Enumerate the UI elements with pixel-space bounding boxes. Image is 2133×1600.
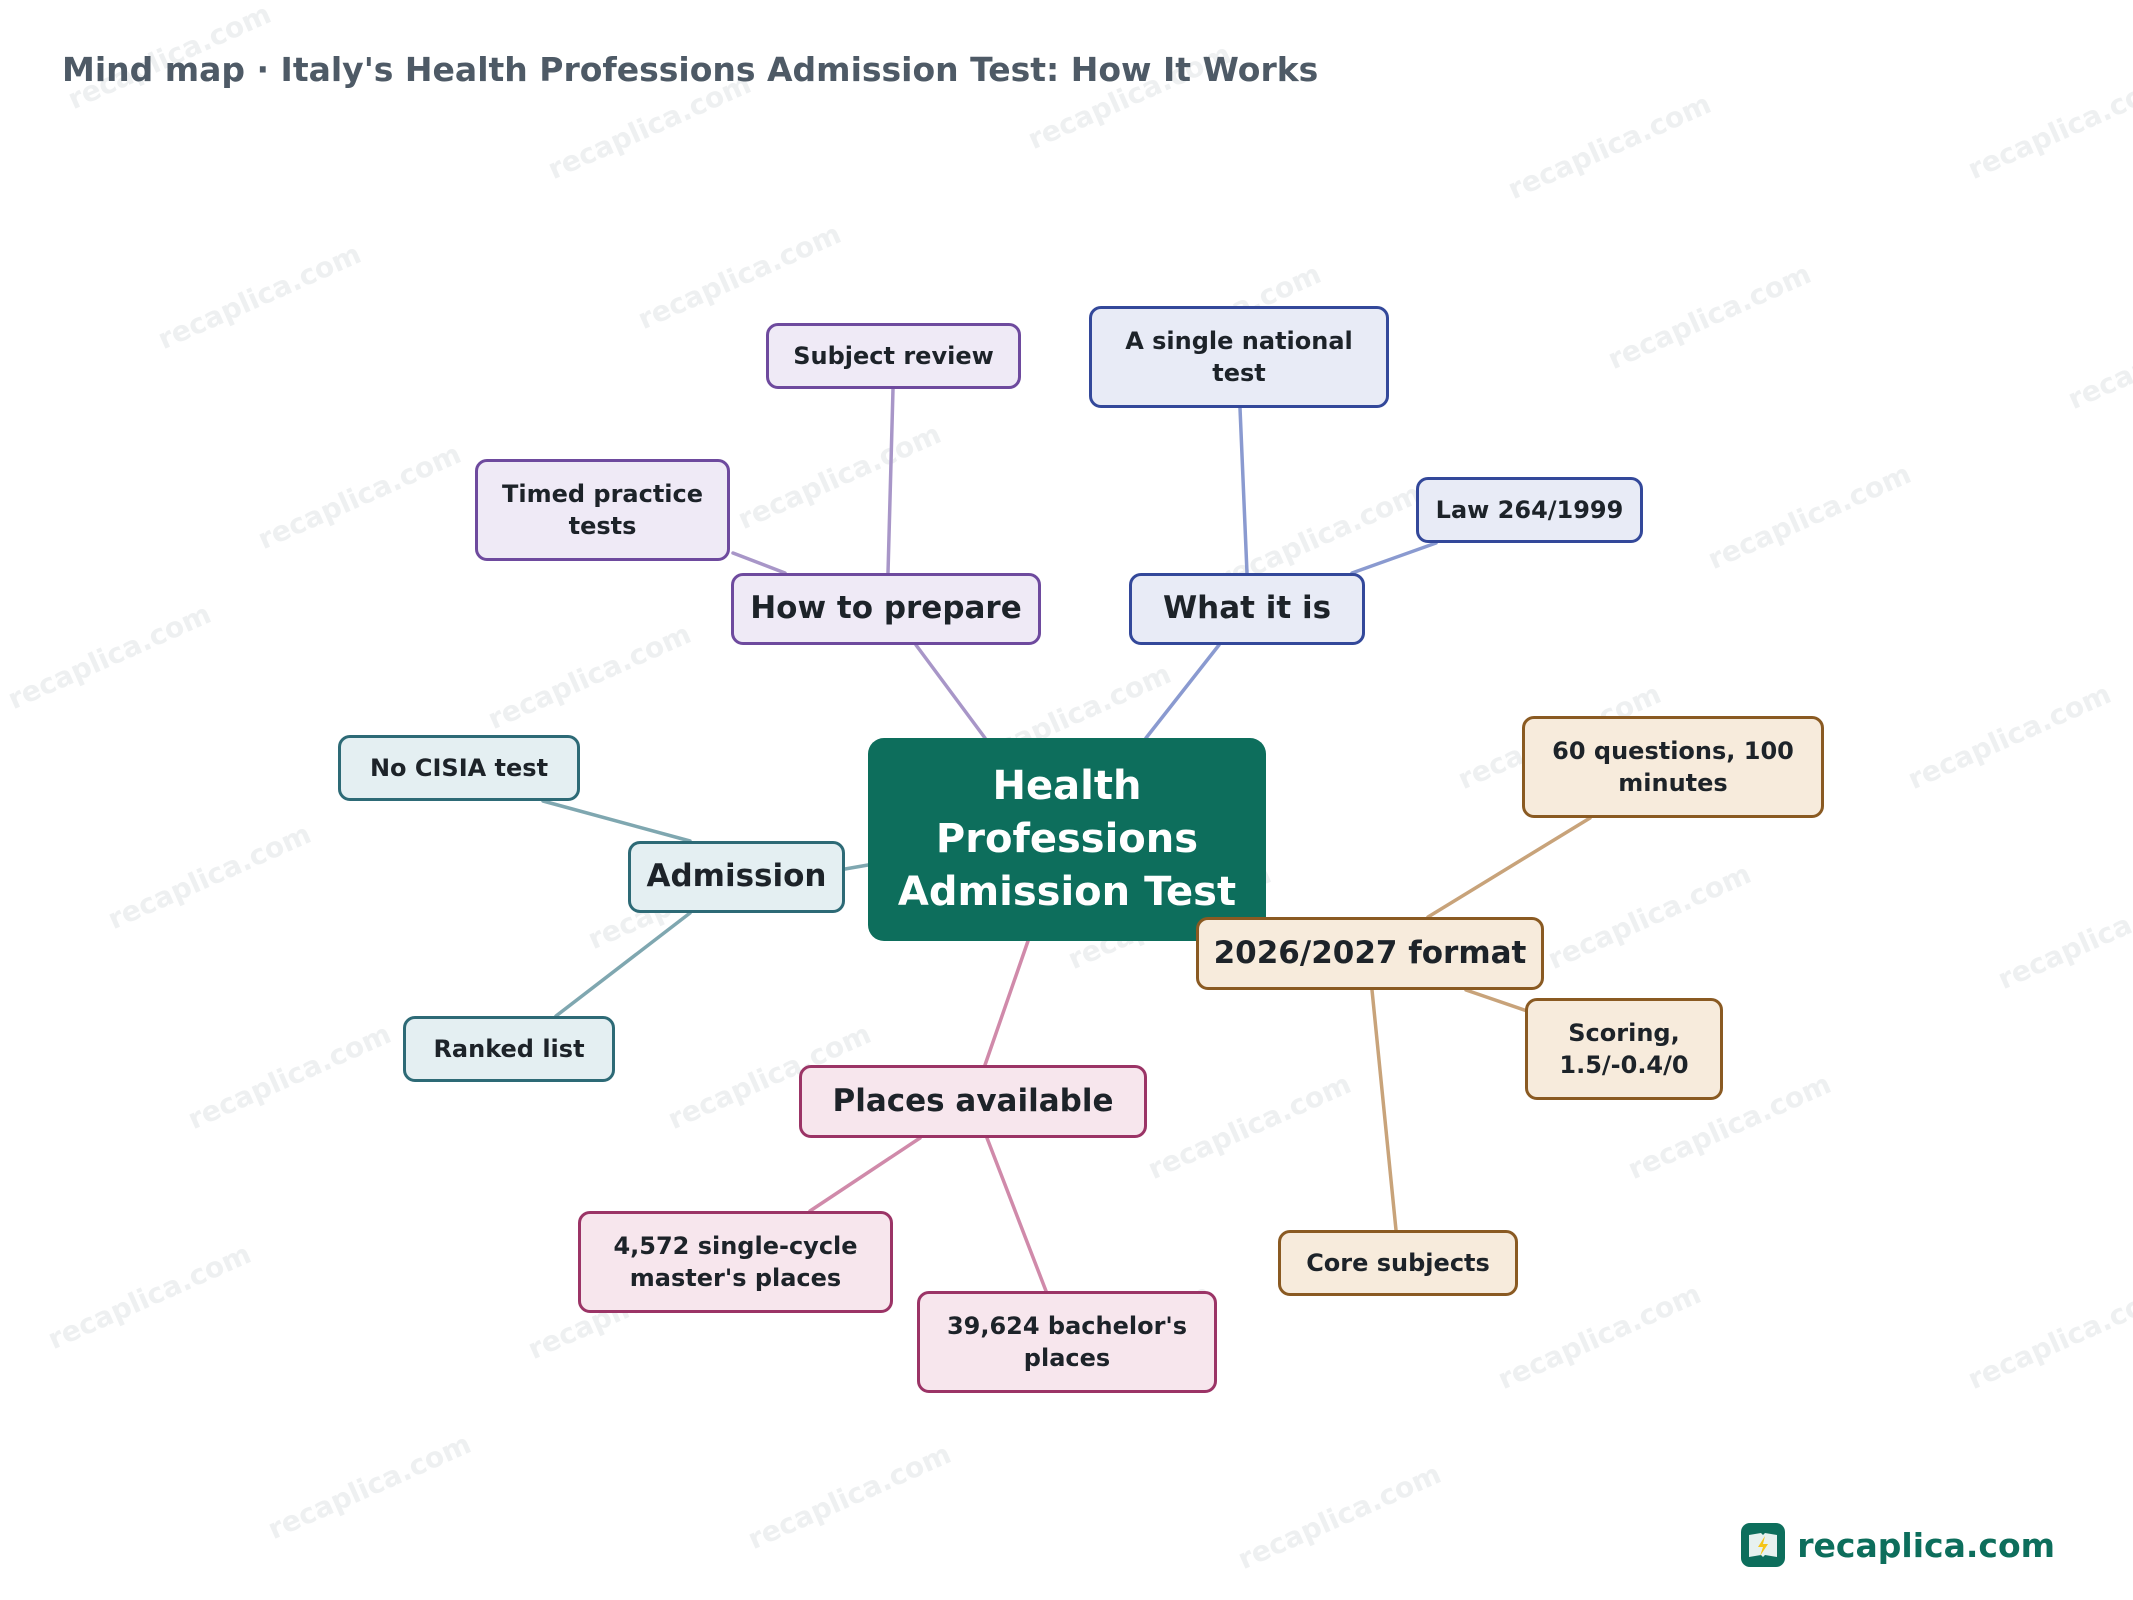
connector-admission-6 <box>843 863 870 871</box>
connector-format-14 <box>1370 988 1398 1232</box>
connector-what-3 <box>1144 643 1221 740</box>
leaf-no-cisia-test: No CISIA test <box>338 735 580 801</box>
connector-prepare-1 <box>886 387 895 575</box>
leaf-questions-minutes: 60 questions, 100 minutes <box>1522 716 1824 818</box>
central-topic-node: Health Professions Admission Test <box>868 738 1266 941</box>
leaf-core-subjects: Core subjects <box>1278 1230 1518 1296</box>
connector-places-9 <box>983 939 1030 1067</box>
book-lightning-icon <box>1741 1523 1786 1567</box>
leaf-scoring: Scoring, 1.5/-0.4/0 <box>1525 998 1723 1100</box>
branch-places-available: Places available <box>799 1065 1147 1138</box>
brand-name: recaplica.com <box>1797 1525 2055 1565</box>
branch-how-to-prepare: How to prepare <box>731 573 1041 645</box>
connector-format-13 <box>1464 988 1532 1014</box>
branch-what-it-is: What it is <box>1129 573 1365 645</box>
brand-logo[interactable]: recaplica.com <box>1741 1520 2055 1570</box>
connector-what-4 <box>1238 406 1249 575</box>
leaf-timed-practice-tests: Timed practice tests <box>475 459 730 561</box>
leaf-subject-review: Subject review <box>766 323 1021 389</box>
connector-admission-7 <box>541 799 692 843</box>
connector-places-10 <box>808 1136 922 1213</box>
leaf-bachelors-places: 39,624 bachelor's places <box>917 1291 1217 1393</box>
branch-admission: Admission <box>628 841 845 913</box>
leaf-law-264-1999: Law 264/1999 <box>1416 477 1643 543</box>
connector-prepare-0 <box>914 643 987 740</box>
leaf-single-cycle-masters-places: 4,572 single-cycle master's places <box>578 1211 893 1313</box>
leaf-ranked-list: Ranked list <box>403 1016 615 1082</box>
page-title: Mind map · Italy's Health Professions Ad… <box>62 50 1319 89</box>
connector-places-11 <box>985 1136 1048 1293</box>
branch-2026-2027-format: 2026/2027 format <box>1196 917 1544 990</box>
leaf-single-national-test: A single national test <box>1089 306 1389 408</box>
connector-admission-8 <box>554 911 692 1018</box>
connector-what-5 <box>1350 541 1438 575</box>
connector-format-12 <box>1426 816 1592 919</box>
connector-prepare-2 <box>731 551 787 575</box>
